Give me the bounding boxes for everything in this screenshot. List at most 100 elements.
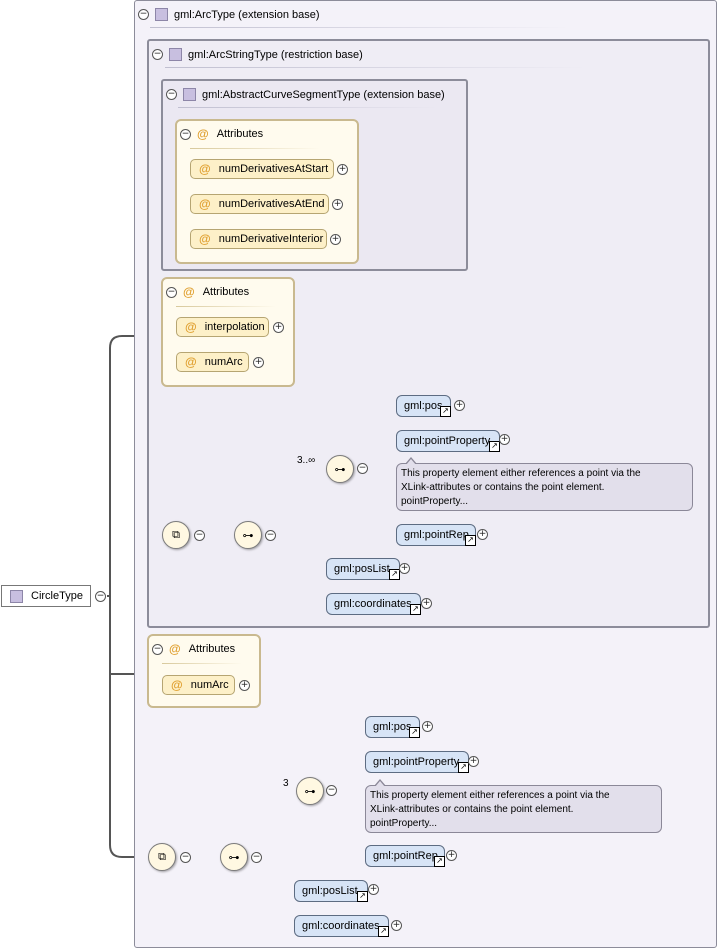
- expand-icon[interactable]: +: [468, 756, 479, 767]
- attribute-num-derivative-interior[interactable]: @ numDerivativeInterior: [190, 229, 327, 249]
- header-divider: [176, 306, 276, 307]
- attribute-icon: @: [199, 197, 211, 211]
- reference-icon: ↗: [458, 762, 469, 773]
- element-gml-pos[interactable]: gml:pos ↗: [396, 395, 451, 417]
- element-gml-coordinates[interactable]: gml:coordinates ↗: [294, 915, 389, 937]
- attributes-header[interactable]: − @ Attributes: [180, 127, 263, 141]
- collapse-icon[interactable]: −: [180, 852, 191, 863]
- abstract-curve-segment-label: gml:AbstractCurveSegmentType (extension …: [202, 88, 445, 101]
- header-divider: [178, 107, 438, 108]
- attributes-header[interactable]: − @ Attributes: [166, 285, 249, 299]
- element-label: gml:pointRep: [404, 529, 469, 541]
- note-line: pointProperty...: [370, 818, 438, 829]
- collapse-icon[interactable]: −: [180, 128, 191, 140]
- element-label: gml:pos: [404, 400, 443, 412]
- expand-icon[interactable]: +: [253, 357, 264, 368]
- element-gml-point-rep[interactable]: gml:pointRep ↗: [396, 524, 476, 546]
- circle-type-node[interactable]: CircleType: [1, 585, 91, 607]
- attribute-num-arc[interactable]: @ numArc: [176, 352, 249, 372]
- complex-type-icon: [10, 589, 23, 603]
- attribute-icon: @: [199, 232, 211, 246]
- collapse-icon[interactable]: −: [251, 852, 262, 863]
- expand-icon[interactable]: +: [499, 434, 510, 445]
- attribute-num-arc[interactable]: @ numArc: [162, 675, 235, 695]
- collapse-icon[interactable]: −: [152, 643, 163, 655]
- expand-icon[interactable]: +: [422, 721, 433, 732]
- sequence-compositor-icon[interactable]: ⊶: [234, 521, 262, 549]
- reference-icon: ↗: [440, 406, 451, 417]
- note-line: XLink-attributes or contains the point e…: [370, 804, 574, 815]
- note-line: This property element either references …: [370, 790, 610, 801]
- header-divider: [150, 27, 570, 28]
- documentation-note: This property element either references …: [365, 779, 662, 833]
- element-gml-coordinates[interactable]: gml:coordinates ↗: [326, 593, 421, 615]
- note-line: This property element either references …: [401, 468, 641, 479]
- attributes-group: [147, 634, 261, 708]
- reference-icon: ↗: [434, 856, 445, 867]
- expand-icon[interactable]: +: [337, 164, 348, 175]
- expand-icon[interactable]: +: [421, 598, 432, 609]
- element-gml-point-property[interactable]: gml:pointProperty ↗: [365, 751, 469, 773]
- reference-icon: ↗: [389, 569, 400, 580]
- header-divider: [165, 67, 585, 68]
- attribute-icon: @: [185, 320, 197, 334]
- element-label: gml:posList: [302, 885, 358, 897]
- expand-icon[interactable]: +: [446, 850, 457, 861]
- attributes-label: Attributes: [202, 286, 250, 298]
- attribute-name: numDerivativeInterior: [218, 233, 324, 245]
- element-gml-point-rep[interactable]: gml:pointRep ↗: [365, 845, 445, 867]
- arc-string-type-header[interactable]: − gml:ArcStringType (restriction base): [152, 48, 363, 61]
- arc-string-type-label: gml:ArcStringType (restriction base): [188, 48, 363, 61]
- collapse-icon[interactable]: −: [166, 89, 177, 100]
- element-gml-pos[interactable]: gml:pos ↗: [365, 716, 420, 738]
- choice-compositor-icon[interactable]: ⊶: [326, 455, 354, 483]
- expand-icon[interactable]: +: [368, 884, 379, 895]
- expand-icon[interactable]: +: [399, 563, 410, 574]
- element-gml-pos-list[interactable]: gml:posList ↗: [294, 880, 368, 902]
- reference-icon: ↗: [465, 535, 476, 546]
- attribute-name: numArc: [190, 679, 229, 691]
- attribute-icon: @: [185, 355, 197, 369]
- attribute-icon: @: [199, 162, 211, 176]
- collapse-icon[interactable]: −: [326, 785, 337, 796]
- note-line: pointProperty...: [401, 496, 469, 507]
- attributes-header[interactable]: − @ Attributes: [152, 642, 235, 656]
- arc-type-header[interactable]: − gml:ArcType (extension base): [138, 8, 320, 21]
- attribute-name: numDerivativesAtEnd: [218, 198, 325, 210]
- collapse-icon[interactable]: −: [265, 530, 276, 541]
- reference-icon: ↗: [409, 727, 420, 738]
- collapse-icon[interactable]: −: [95, 591, 106, 602]
- expand-icon[interactable]: +: [454, 400, 465, 411]
- reference-icon: ↗: [378, 926, 389, 937]
- expand-icon[interactable]: +: [273, 322, 284, 333]
- occurrence-label: 3..∞: [297, 455, 316, 466]
- attribute-num-derivatives-at-start[interactable]: @ numDerivativesAtStart: [190, 159, 334, 179]
- circle-type-label: CircleType: [31, 590, 83, 602]
- collapse-icon[interactable]: −: [166, 286, 177, 298]
- collapse-icon[interactable]: −: [152, 49, 163, 60]
- element-gml-point-property[interactable]: gml:pointProperty ↗: [396, 430, 500, 452]
- sequence-group-icon[interactable]: ⧉: [148, 843, 176, 871]
- sequence-compositor-icon[interactable]: ⊶: [220, 843, 248, 871]
- complex-type-icon: [155, 8, 168, 21]
- element-gml-pos-list[interactable]: gml:posList ↗: [326, 558, 400, 580]
- expand-icon[interactable]: +: [239, 680, 250, 691]
- collapse-icon[interactable]: −: [357, 463, 368, 474]
- attribute-name: interpolation: [204, 321, 265, 333]
- attribute-icon: @: [183, 285, 195, 299]
- choice-compositor-icon[interactable]: ⊶: [296, 777, 324, 805]
- abstract-curve-segment-header[interactable]: − gml:AbstractCurveSegmentType (extensio…: [166, 88, 445, 101]
- attributes-label: Attributes: [216, 128, 264, 140]
- expand-icon[interactable]: +: [391, 920, 402, 931]
- element-label: gml:pointProperty: [404, 435, 491, 447]
- attribute-interpolation[interactable]: @ interpolation: [176, 317, 269, 337]
- attribute-num-derivatives-at-end[interactable]: @ numDerivativesAtEnd: [190, 194, 329, 214]
- header-divider: [190, 148, 320, 149]
- expand-icon[interactable]: +: [332, 199, 343, 210]
- expand-icon[interactable]: +: [477, 529, 488, 540]
- sequence-group-icon[interactable]: ⧉: [162, 521, 190, 549]
- collapse-icon[interactable]: −: [138, 9, 149, 20]
- header-divider: [162, 663, 242, 664]
- collapse-icon[interactable]: −: [194, 530, 205, 541]
- expand-icon[interactable]: +: [330, 234, 341, 245]
